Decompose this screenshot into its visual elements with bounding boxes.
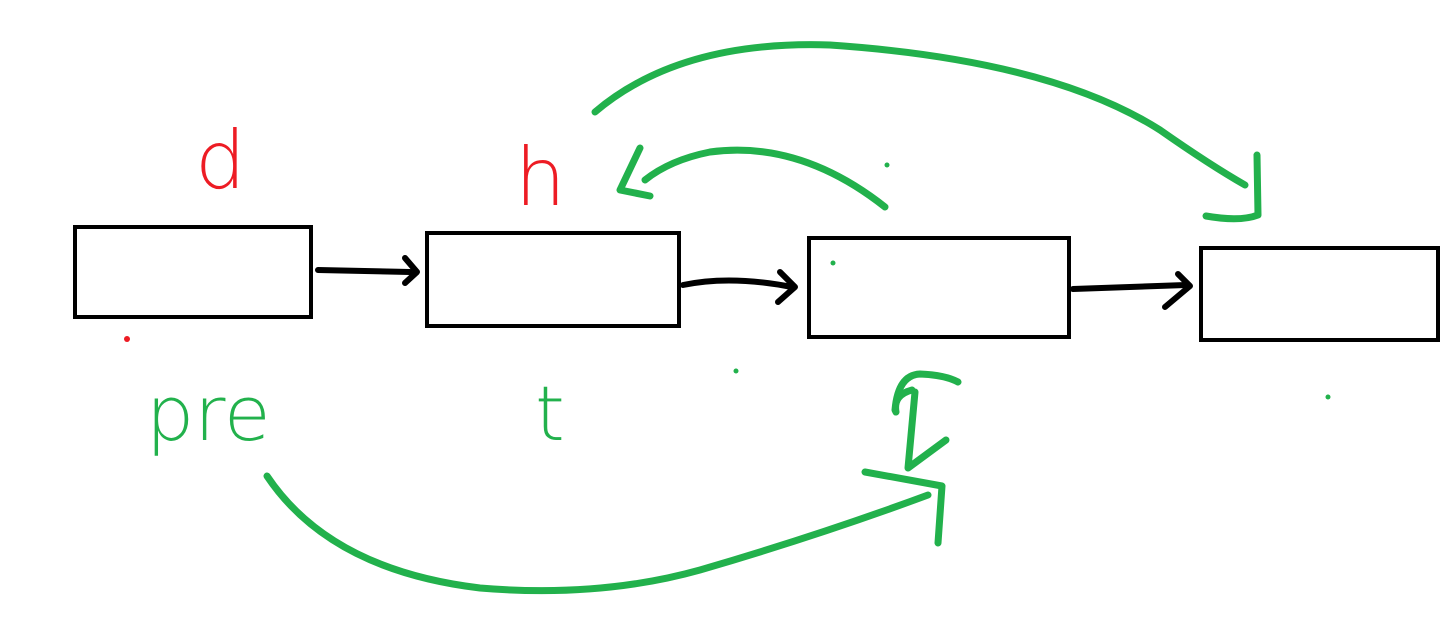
node-2 [425,231,681,328]
node-3 [807,236,1071,339]
pointer-label-d: d [195,114,246,207]
stray-dot [1325,394,1331,400]
arrow-node2-to-node4 [591,41,1262,223]
stray-dot [124,336,130,342]
node-1 [73,225,313,319]
up-arrow-node3 [891,370,962,472]
node-4 [1199,246,1440,342]
next-arrow-3-4 [1070,271,1193,310]
stray-dot [830,260,836,266]
variable-label-pre: pre [146,369,271,458]
variable-label-t: t [535,369,565,458]
stray-dot [733,368,739,374]
pointer-label-h: h [515,131,566,224]
stray-dot [884,162,890,168]
next-arrow-2-3 [680,269,798,305]
arrow-pre-to-node3 [263,468,946,595]
arrow-node3-to-node2 [616,144,889,211]
next-arrow-1-2 [315,255,420,286]
